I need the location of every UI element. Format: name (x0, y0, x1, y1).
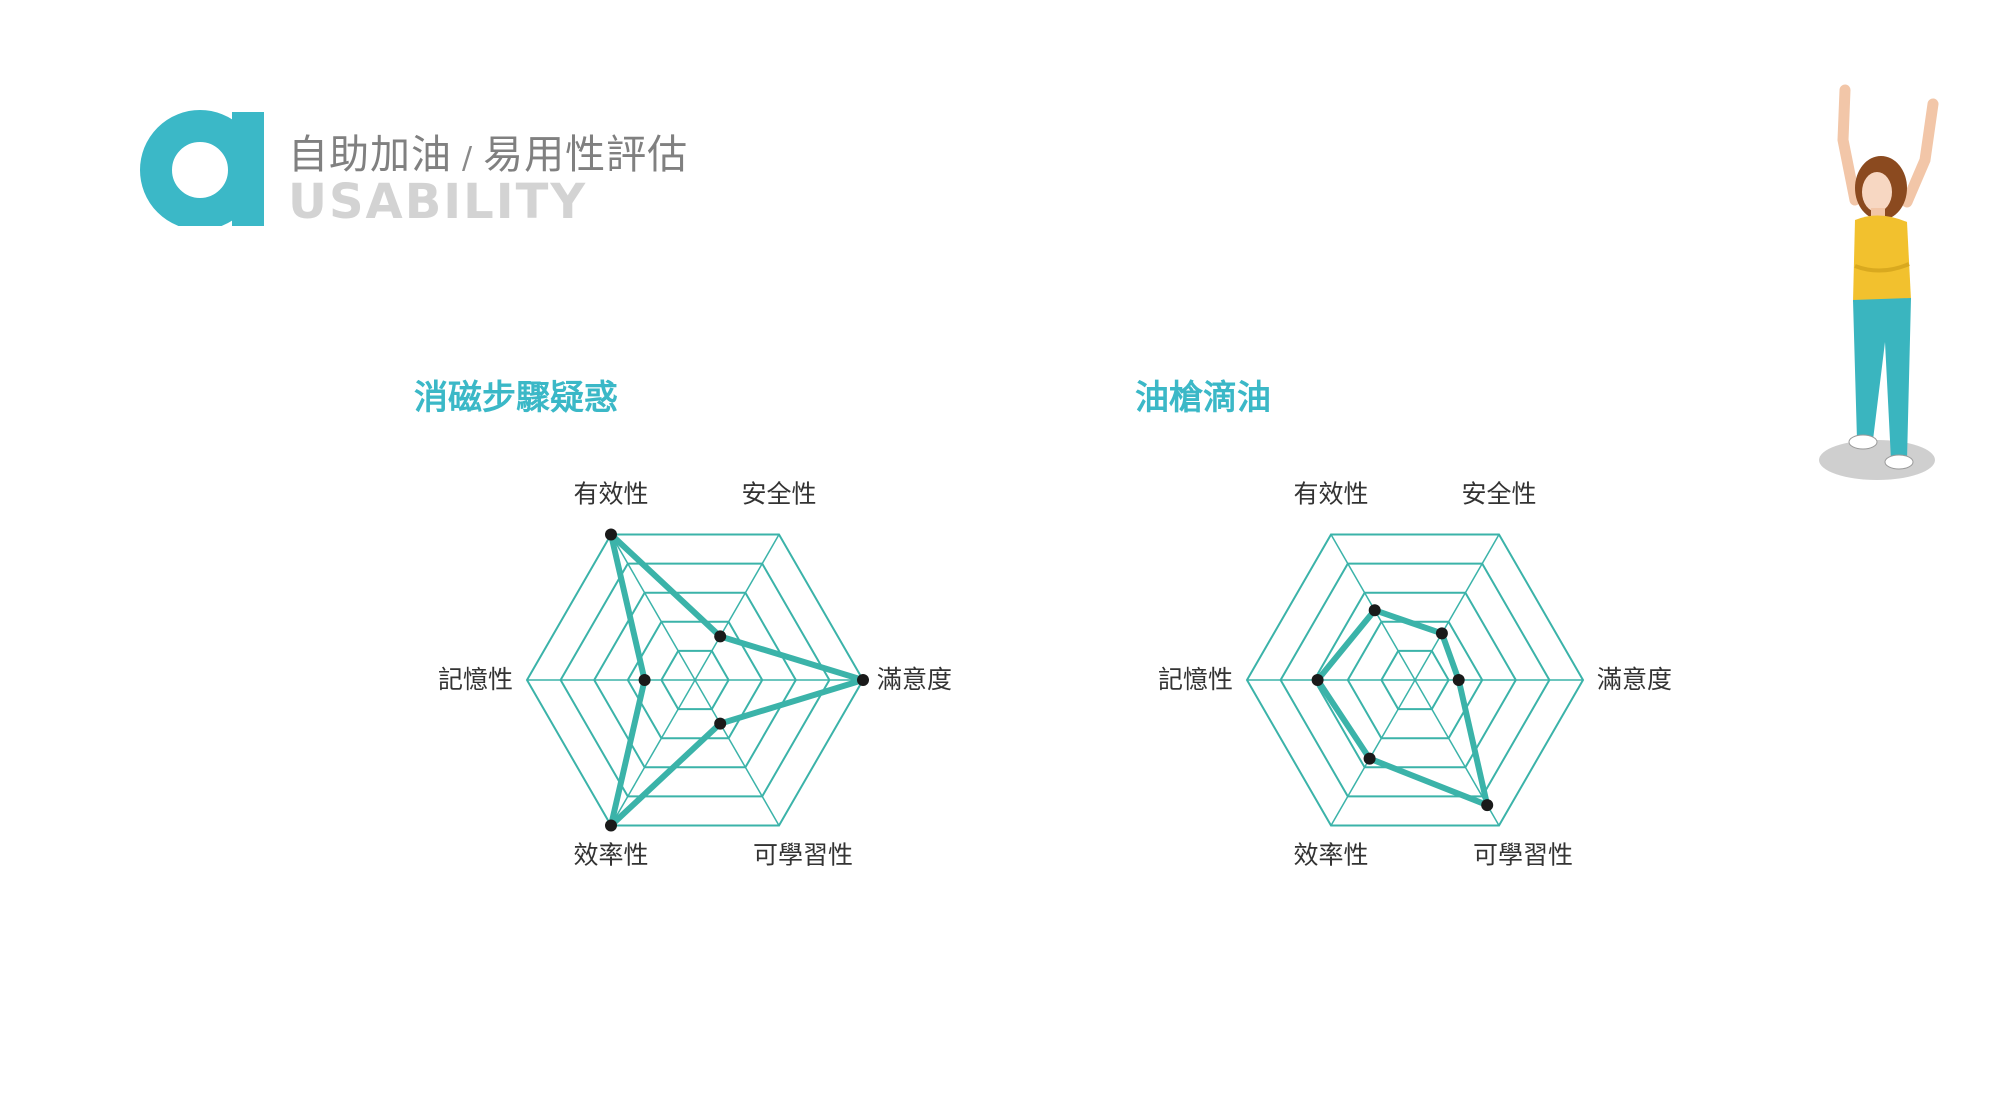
page-subtitle: USABILITY (288, 174, 588, 230)
radar-axis-label: 效率性 (1293, 841, 1368, 870)
radar-data-point (1452, 674, 1465, 686)
cheering-woman-illustration-icon (1819, 84, 1939, 480)
radar-data-point (605, 819, 617, 832)
radar-spoke (1414, 534, 1500, 681)
radar-axis-label: 可學習性 (1473, 841, 1573, 870)
radar-data-point (714, 630, 727, 643)
radar-spoke (694, 679, 780, 826)
radar-data-point (1481, 799, 1494, 812)
radar-data-point (1368, 604, 1381, 617)
radar-data-point (638, 674, 651, 686)
radar-spoke (1330, 679, 1416, 826)
page-title: 自助加油 / 易用性評估 (288, 122, 688, 180)
radar-axis-label: 滿意度 (877, 665, 952, 694)
radar-axis-label: 記憶性 (438, 665, 513, 694)
radar-axis-label: 有效性 (1293, 480, 1368, 509)
title-part1: 自助加油 (288, 132, 452, 178)
radar-spoke (610, 679, 696, 826)
radar-data-point (605, 528, 617, 541)
radar-axis-label: 記憶性 (1158, 665, 1233, 694)
brand-logo-a-icon (140, 110, 264, 226)
radar-series-line (1314, 607, 1491, 809)
radar-axis-label: 安全性 (1461, 480, 1536, 509)
radar-axis-label: 有效性 (573, 480, 648, 509)
radar-data-point (714, 717, 727, 730)
radar-axis-label: 滿意度 (1597, 665, 1672, 694)
chart-title-1: 消磁步驟疑惑 (414, 378, 618, 418)
radar-axis-label: 效率性 (573, 841, 648, 870)
radar-axis-label: 可學習性 (753, 841, 853, 870)
chart-title-2: 油槍滴油 (1135, 378, 1271, 418)
radar-axis-label: 安全性 (741, 480, 816, 509)
title-separator: / (462, 141, 474, 176)
radar-data-point (1435, 627, 1448, 640)
radar-data-point (1363, 752, 1376, 765)
title-part2: 易用性評估 (483, 132, 689, 178)
radar-data-point (1311, 674, 1324, 686)
radar-spoke (694, 534, 780, 681)
radar-data-point (857, 674, 869, 686)
radar-spoke (610, 534, 696, 681)
